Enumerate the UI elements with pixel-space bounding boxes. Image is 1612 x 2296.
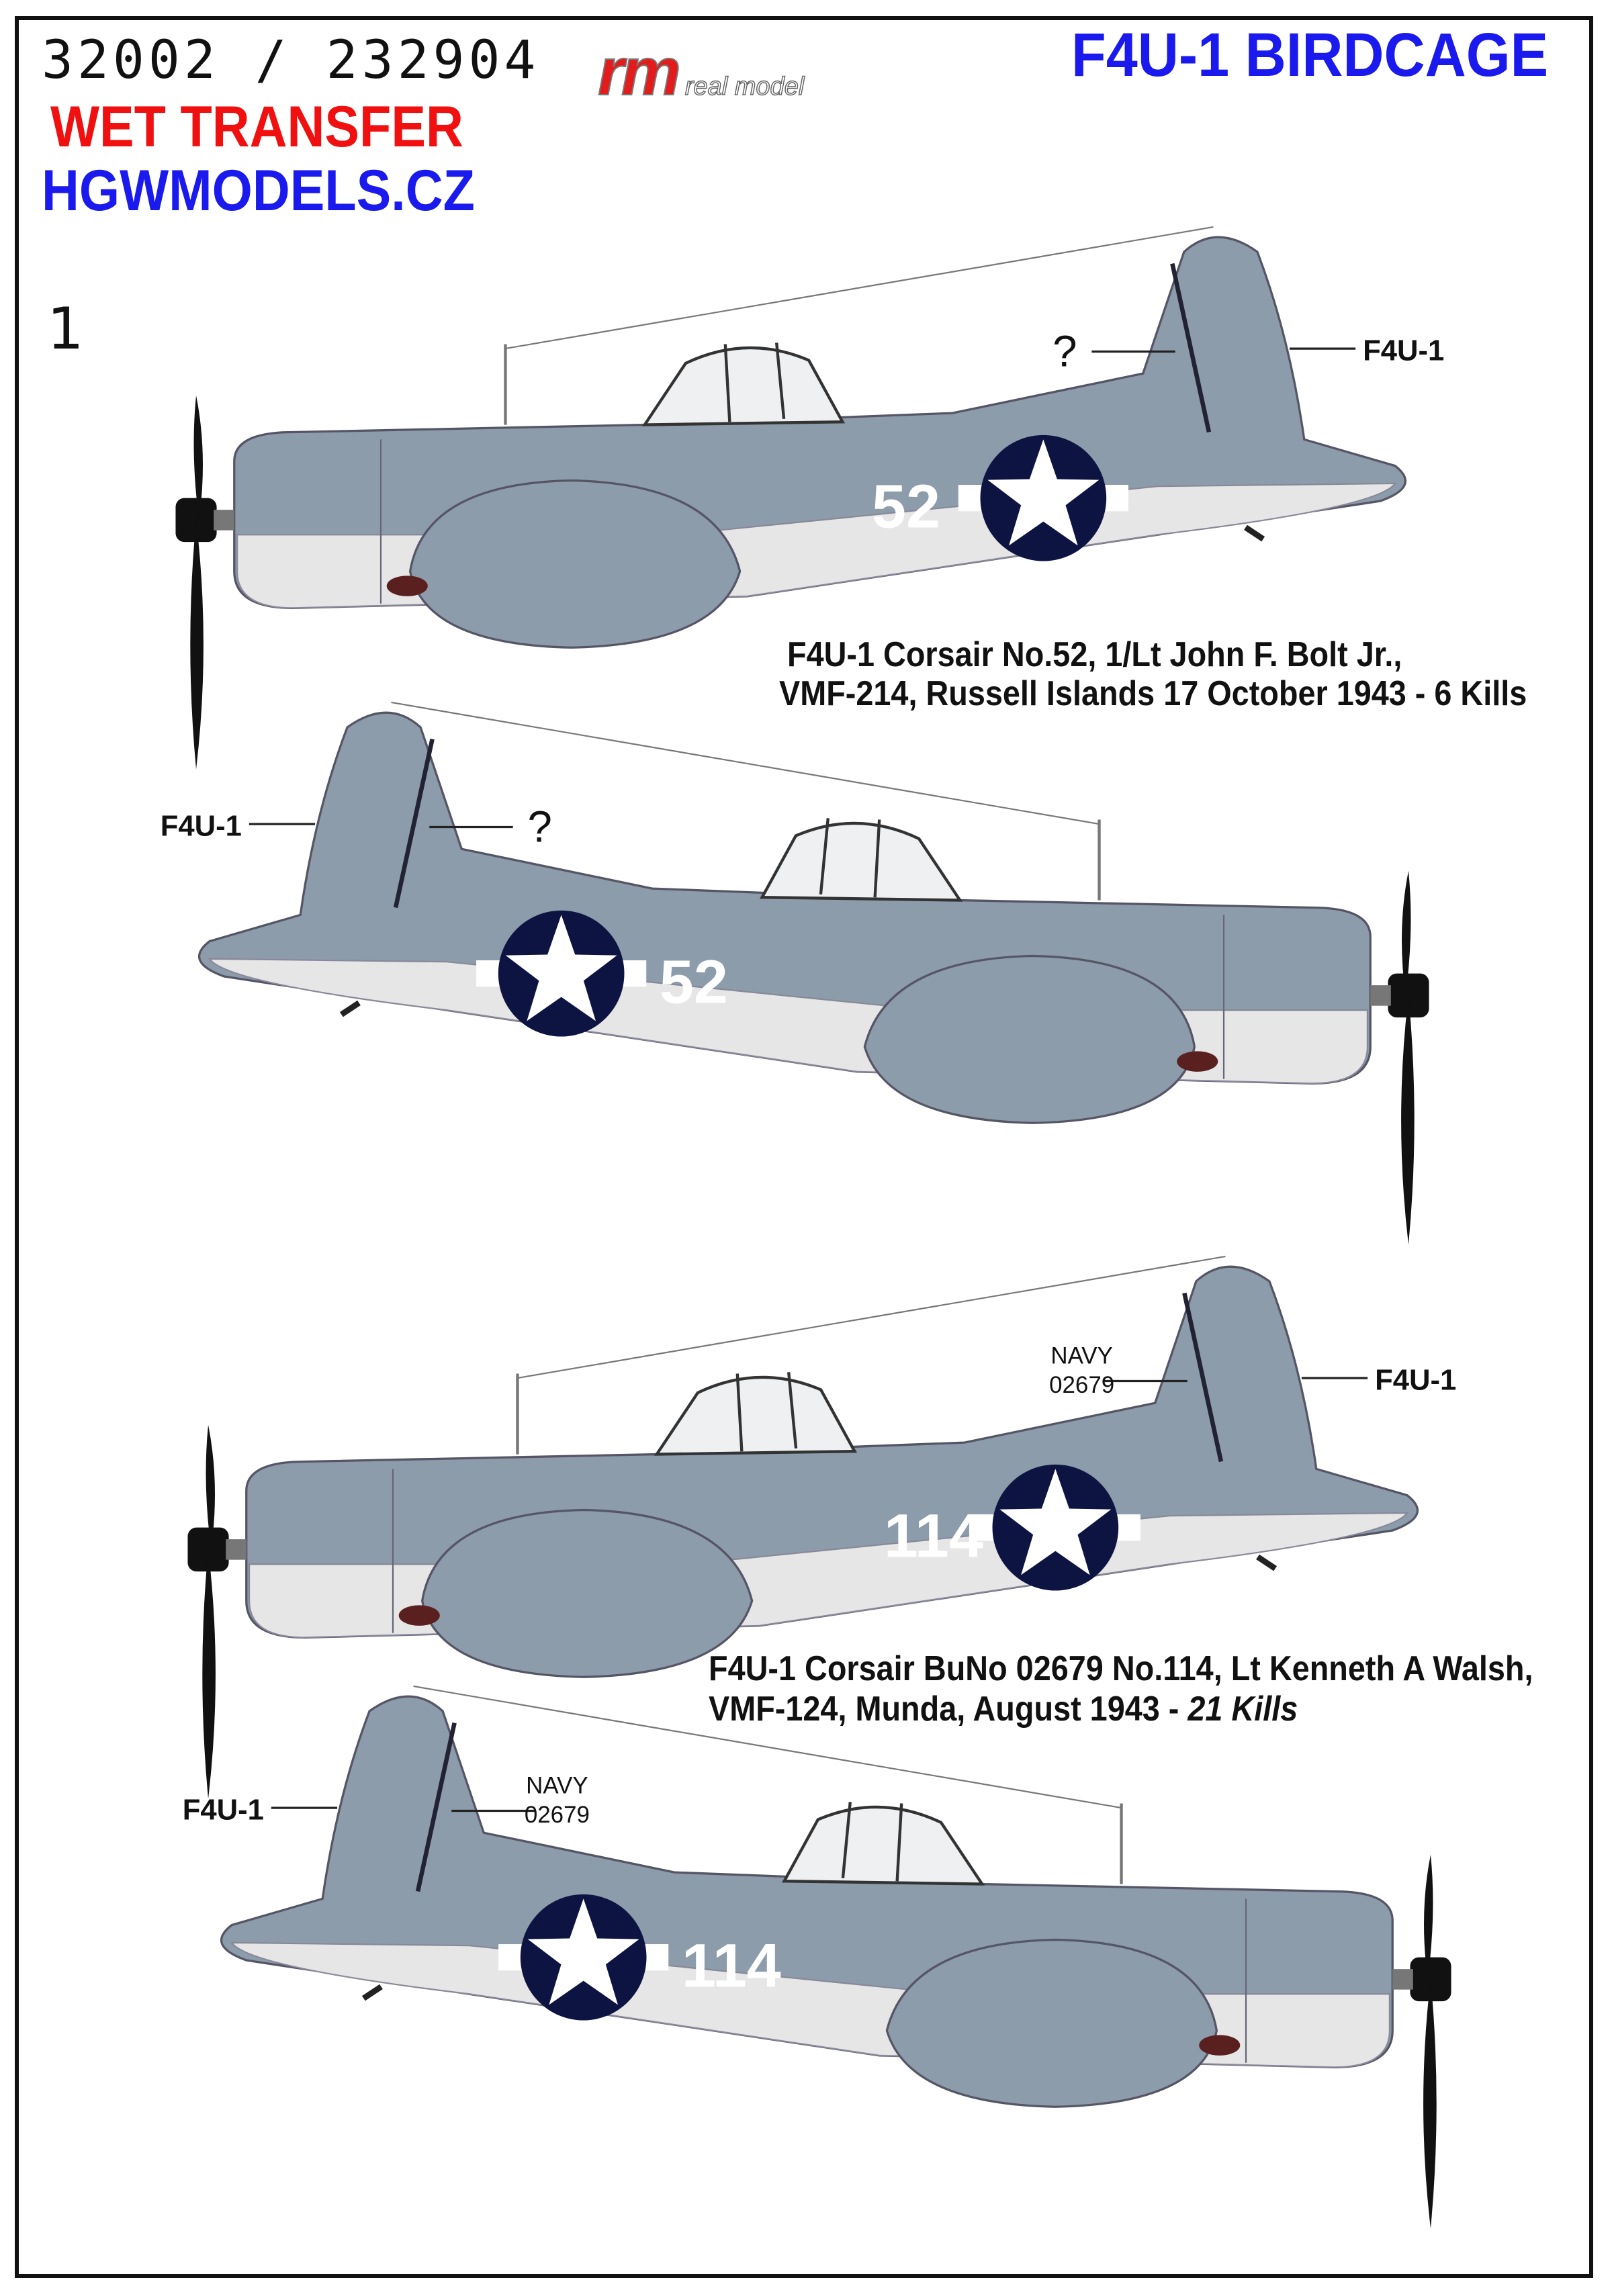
wing-fairing (408, 479, 742, 649)
navy-serial-line-1: NAVY (526, 1772, 588, 1798)
tail-marking-callout: ? (1053, 326, 1077, 375)
corsair-drawing: 52 F4U-1 ? (175, 226, 1444, 770)
fuselage-number: 114 (884, 1502, 983, 1570)
corsair-drawing: 114 F4U-1 NAVY 02679 (183, 1685, 1451, 2229)
canopy (654, 1375, 858, 1456)
caption-1-line-2: VMF-214, Russell Islands 17 October 1943… (779, 674, 1527, 713)
aircraft-profile-right-114: 114 F4U-1 NAVY 02679 (176, 1679, 1495, 2265)
fuselage-number: 52 (660, 948, 728, 1016)
navy-serial-line-1: NAVY (1050, 1342, 1112, 1369)
tail-label-callout: F4U-1 (1375, 1364, 1456, 1397)
sheet-title: F4U-1 BIRDCAGE (1071, 21, 1549, 89)
aircraft-profile-left-114: 114 F4U-1 NAVY 02679 (144, 1249, 1463, 1835)
caption-2-line-2-main: VMF-124, Munda, August 1943 - (709, 1690, 1188, 1729)
caption-2-kills: 21 Kills (1188, 1690, 1298, 1729)
propeller (187, 1424, 247, 1799)
aircraft-profile-left-52: 52 F4U-1 ? (132, 220, 1451, 806)
wing-fairing (420, 1508, 754, 1678)
roundel (476, 910, 647, 1037)
propeller (1392, 1854, 1451, 2229)
logo-brand: rm (597, 34, 682, 110)
caption-2-line-1: F4U-1 Corsair BuNo 02679 No.114, Lt Kenn… (709, 1649, 1533, 1688)
canopy (781, 1805, 985, 1886)
roundel (970, 1464, 1140, 1591)
canopy (759, 821, 963, 902)
propeller (175, 395, 234, 770)
navy-serial-line-2: 02679 (1049, 1372, 1114, 1398)
tail-label-callout: F4U-1 (161, 810, 242, 843)
corsair-drawing: 114 F4U-1 NAVY 02679 (187, 1255, 1456, 1799)
fuselage-number: 52 (872, 472, 940, 541)
roundel (498, 1894, 669, 2021)
caption-1-line-1: F4U-1 Corsair No.52, 1/Lt John F. Bolt J… (787, 635, 1402, 674)
canopy (641, 346, 846, 426)
wing-fairing (863, 954, 1196, 1124)
caption-2-line-2: VMF-124, Munda, August 1943 - 21 Kills (709, 1689, 1298, 1729)
fuselage-number: 114 (682, 1931, 781, 2000)
transfer-type: WET TRANSFER (50, 95, 463, 159)
product-code: 32002 / 232904 (42, 30, 540, 91)
logo-text: real model (684, 72, 805, 101)
website: HGWMODELS.CZ (42, 158, 475, 223)
sheet-border (15, 16, 1593, 2278)
tail-label-callout: F4U-1 (1363, 334, 1444, 367)
wing-fairing (885, 1938, 1218, 2108)
scheme-number: 1 (47, 295, 84, 363)
aircraft-profile-right-52: 52 F4U-1 ? (154, 695, 1473, 1281)
propeller (1370, 870, 1429, 1245)
tail-label-callout: F4U-1 (183, 1794, 264, 1827)
tail-marking-callout: ? (527, 802, 551, 851)
corsair-drawing: 52 F4U-1 ? (161, 701, 1429, 1245)
roundel (958, 434, 1128, 561)
navy-serial-line-2: 02679 (525, 1802, 590, 1828)
